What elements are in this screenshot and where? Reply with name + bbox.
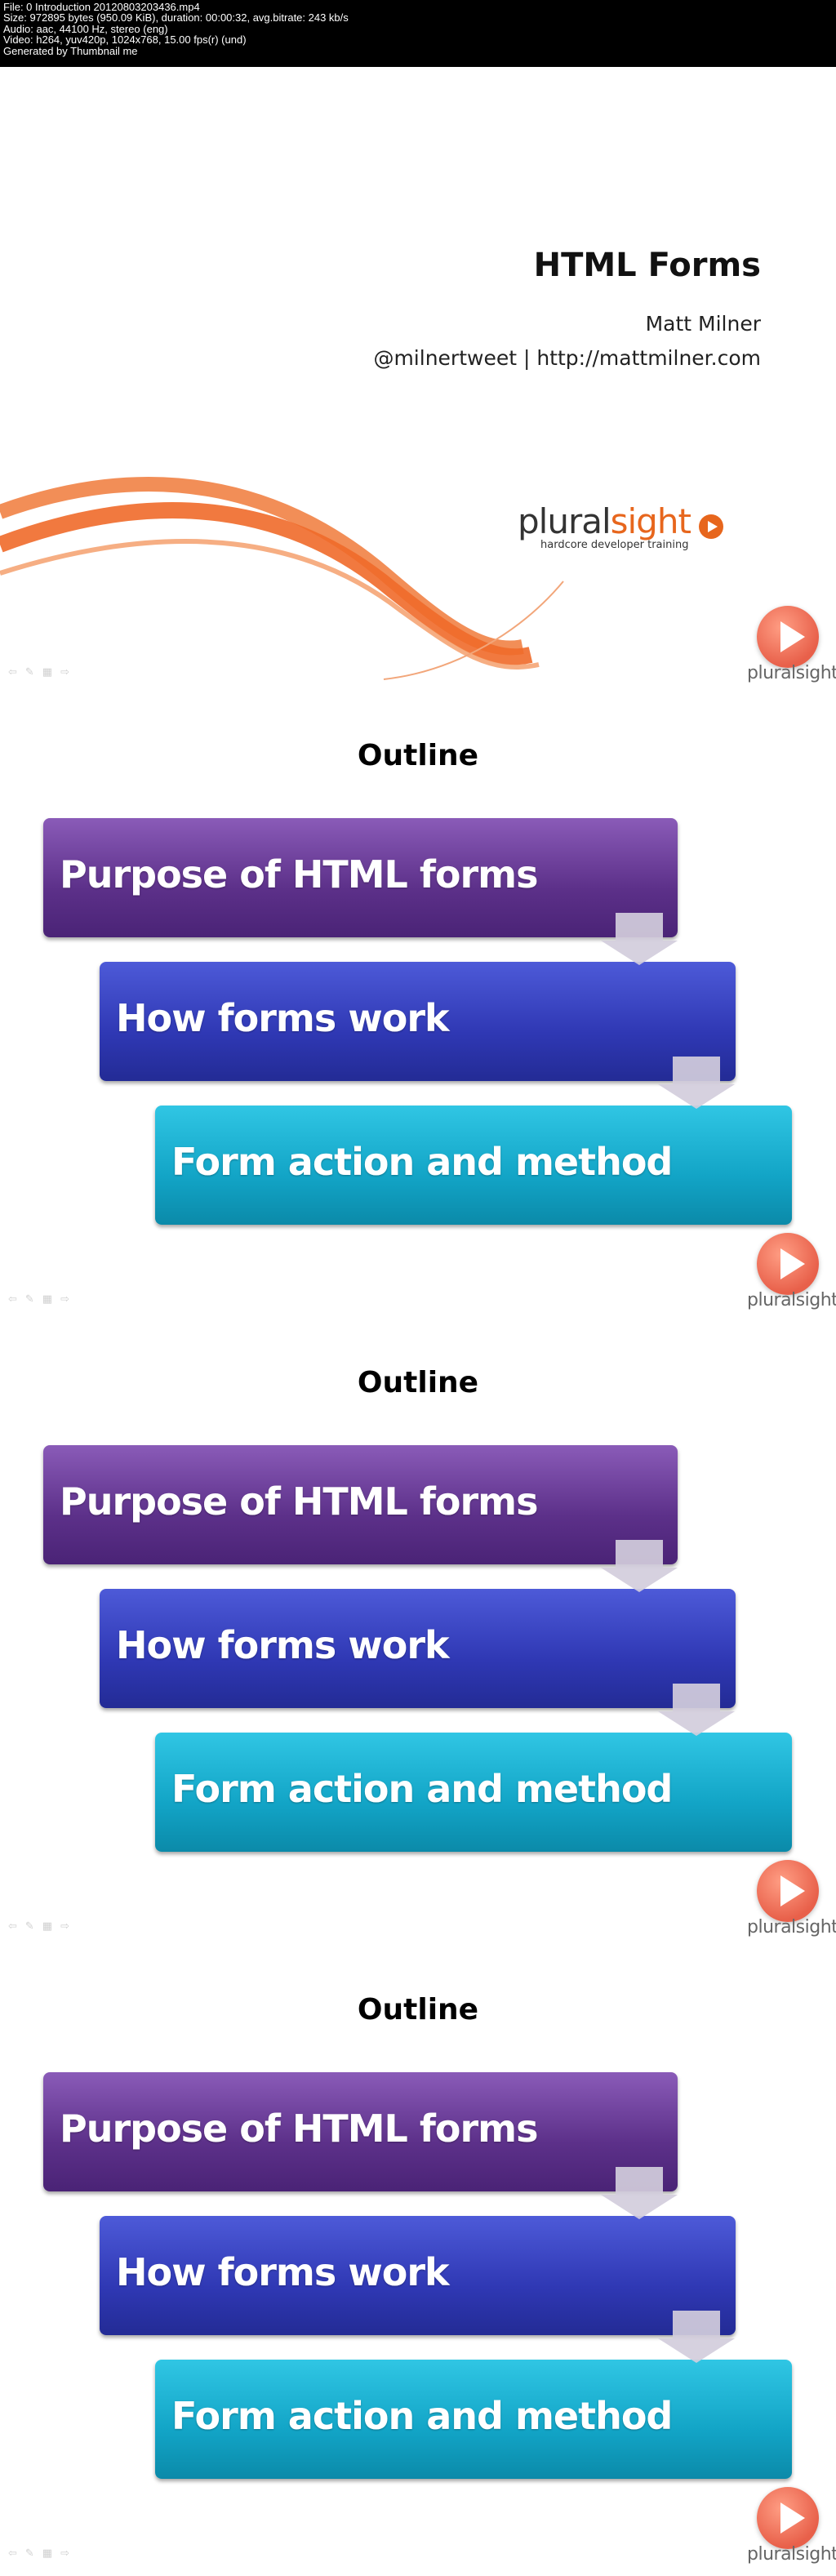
outline-item-label: Form action and method (171, 2394, 672, 2438)
down-arrow-icon (673, 2311, 720, 2361)
down-arrow-icon (673, 1684, 720, 1734)
outline-item-purpose: Purpose of HTML forms (43, 818, 678, 937)
outline-item-label: Form action and method (171, 1767, 672, 1811)
corner-logo: pluralsight (747, 2544, 836, 2565)
info-line: File: 0 Introduction 20120803203436.mp4 (3, 2, 833, 12)
outline-item-action: Form action and method (155, 1106, 792, 1225)
play-button-icon[interactable] (757, 1233, 819, 1295)
info-line: Video: h264, yuv420p, 1024x768, 15.00 fp… (3, 34, 833, 45)
slide-nav-icons[interactable]: ⇦✎▦⇨ (8, 666, 78, 678)
info-line: Size: 972895 bytes (950.09 KiB), duratio… (3, 12, 833, 23)
logo-word-1: plural (518, 501, 611, 541)
author-name: Matt Milner (646, 312, 761, 336)
orange-swoosh-graphic (0, 451, 588, 694)
logo-tagline: hardcore developer training (540, 539, 688, 551)
outline-item-label: How forms work (116, 996, 449, 1040)
outline-slide-2: Outline Purpose of HTML forms How forms … (0, 1321, 836, 1948)
slide-title: HTML Forms (534, 247, 761, 284)
logo-word-2: sight (611, 501, 691, 541)
slide-nav-icons[interactable]: ⇦✎▦⇨ (8, 2547, 78, 2560)
outline-item-label: How forms work (116, 1623, 449, 1667)
down-arrow-icon (616, 913, 663, 963)
play-logo-icon (699, 514, 723, 539)
outline-heading: Outline (0, 1366, 836, 1399)
corner-logo: pluralsight (747, 1290, 836, 1310)
outline-item-label: Form action and method (171, 1140, 672, 1184)
down-arrow-icon (673, 1057, 720, 1107)
play-button-icon[interactable] (757, 606, 819, 668)
slide-nav-icons[interactable]: ⇦✎▦⇨ (8, 1293, 78, 1306)
outline-item-label: How forms work (116, 2250, 449, 2294)
outline-item-how: How forms work (100, 962, 736, 1081)
video-info-header: File: 0 Introduction 20120803203436.mp4 … (0, 0, 836, 67)
outline-item-purpose: Purpose of HTML forms (43, 2072, 678, 2191)
down-arrow-icon (616, 2167, 663, 2218)
outline-heading: Outline (0, 1993, 836, 2027)
corner-logo: pluralsight (747, 1917, 836, 1938)
down-arrow-icon (616, 1540, 663, 1591)
outline-item-label: Purpose of HTML forms (60, 2107, 538, 2151)
play-button-icon[interactable] (757, 2487, 819, 2549)
corner-logo: pluralsight (747, 663, 836, 683)
info-line: Audio: aac, 44100 Hz, stereo (eng) (3, 24, 833, 34)
title-slide: HTML Forms Matt Milner @milnertweet | ht… (0, 67, 836, 694)
outline-slide-1: Outline Purpose of HTML forms How forms … (0, 694, 836, 1321)
outline-item-purpose: Purpose of HTML forms (43, 1445, 678, 1564)
pluralsight-logo: pluralsight (518, 501, 691, 541)
info-line: Generated by Thumbnail me (3, 46, 833, 56)
outline-heading: Outline (0, 739, 836, 772)
outline-item-action: Form action and method (155, 1733, 792, 1852)
outline-item-label: Purpose of HTML forms (60, 1479, 538, 1524)
outline-item-label: Purpose of HTML forms (60, 852, 538, 896)
outline-item-how: How forms work (100, 2216, 736, 2335)
outline-item-how: How forms work (100, 1589, 736, 1708)
outline-item-action: Form action and method (155, 2360, 792, 2479)
play-button-icon[interactable] (757, 1860, 819, 1922)
author-contact: @milnertweet | http://mattmilner.com (373, 346, 761, 370)
slide-nav-icons[interactable]: ⇦✎▦⇨ (8, 1920, 78, 1933)
outline-slide-3: Outline Purpose of HTML forms How forms … (0, 1948, 836, 2576)
